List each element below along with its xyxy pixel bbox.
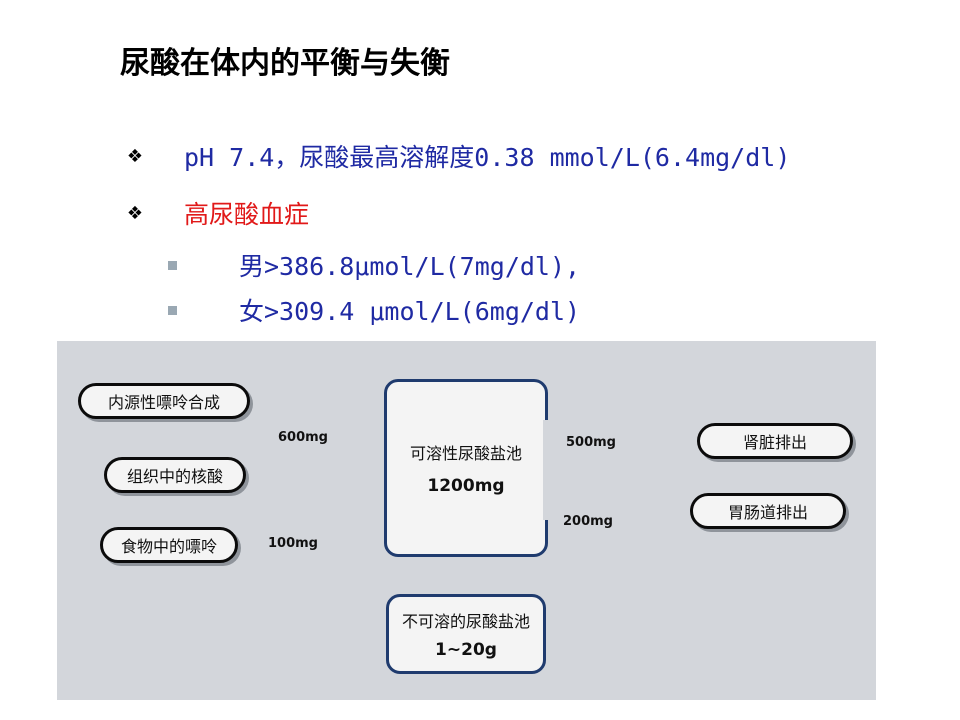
soluble-pool-amount: 1200mg [427, 476, 505, 496]
insoluble-pool-amount: 1~20g [435, 640, 497, 660]
bullet-item-hyperuricemia: ❖ 高尿酸血症 [120, 195, 309, 231]
excretion-intestinal: 胃肠道排出 [690, 493, 846, 529]
sub-bullet-text-male: 男>386.8μmol/L(7mg/dl), [239, 252, 581, 281]
outflow-label-500mg: 500mg [566, 435, 616, 450]
insoluble-urate-pool: 不可溶的尿酸盐池 1~20g [386, 594, 546, 674]
square-bullet-icon [168, 305, 177, 315]
source-tissue-nucleic-acid: 组织中的核酸 [104, 457, 246, 493]
square-bullet-icon [168, 260, 177, 270]
sub-bullet-male: 男>386.8μmol/L(7mg/dl), [168, 247, 580, 283]
source-endogenous-synthesis: 内源性嘌呤合成 [78, 383, 250, 419]
bullet-text-solubility: pH 7.4，尿酸最高溶解度0.38 mmol/L(6.4mg/dl) [184, 143, 791, 172]
inflow-label-600mg: 600mg [278, 430, 328, 445]
insoluble-pool-name: 不可溶的尿酸盐池 [401, 612, 530, 631]
diamond-bullet-icon: ❖ [126, 202, 144, 224]
bullet-text-hyperuricemia: 高尿酸血症 [184, 200, 310, 229]
soluble-pool-name: 可溶性尿酸盐池 [409, 444, 522, 463]
excretion-renal: 肾脏排出 [697, 423, 853, 459]
pool-edge-gap [543, 420, 551, 520]
outflow-label-200mg: 200mg [563, 514, 613, 529]
bullet-item-solubility: ❖ pH 7.4，尿酸最高溶解度0.38 mmol/L(6.4mg/dl) [120, 138, 790, 174]
inflow-label-100mg: 100mg [268, 536, 318, 551]
source-dietary-purine: 食物中的嘌呤 [100, 527, 238, 563]
slide-title: 尿酸在体内的平衡与失衡 [120, 46, 450, 81]
diamond-bullet-icon: ❖ [126, 145, 144, 167]
soluble-urate-pool: 可溶性尿酸盐池 1200mg [384, 379, 548, 557]
sub-bullet-female: 女>309.4 μmol/L(6mg/dl) [168, 292, 580, 328]
sub-bullet-text-female: 女>309.4 μmol/L(6mg/dl) [239, 297, 581, 326]
